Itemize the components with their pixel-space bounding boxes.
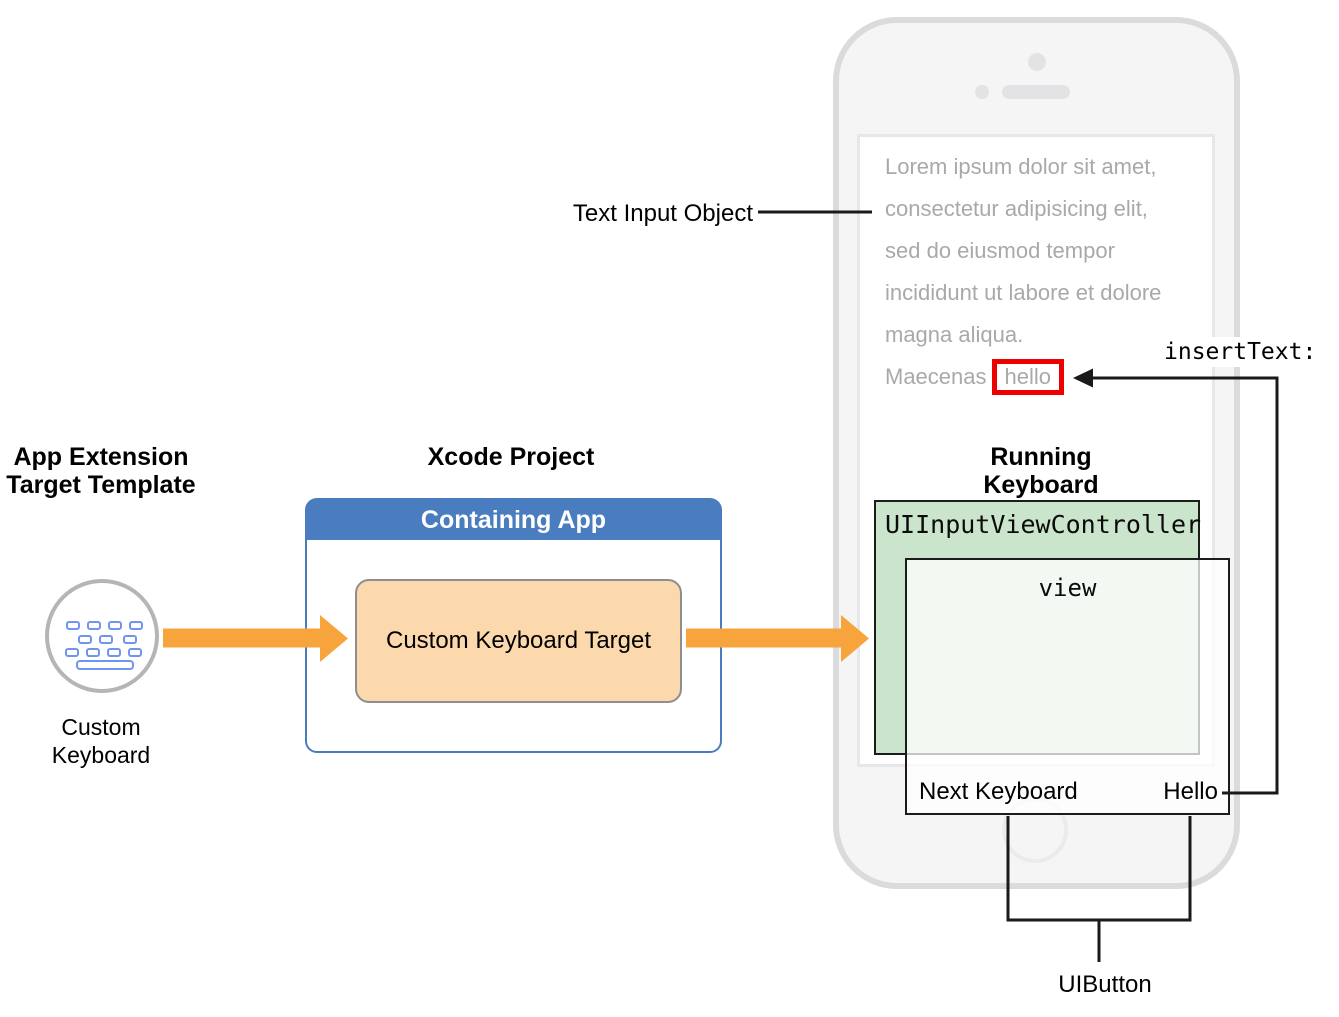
- containing-app-header: Containing App: [307, 500, 720, 540]
- lorem-last-line: Maecenas hello: [885, 356, 1161, 398]
- keyboard-key-icon: [78, 635, 92, 644]
- inserted-text-highlight: hello: [991, 359, 1064, 395]
- text-input-object-label: Text Input Object: [572, 200, 753, 227]
- lorem-line: incididunt ut labore et dolore: [885, 280, 1162, 305]
- view-label: view: [1038, 574, 1097, 602]
- keyboard-key-icon: [66, 621, 80, 630]
- next-keyboard-button-label: Next Keyboard: [919, 778, 1078, 805]
- keyboard-key-icon: [87, 621, 101, 630]
- xcode-project-heading: Xcode Project: [427, 443, 595, 471]
- uiinputviewcontroller-label: UIInputViewController: [885, 510, 1202, 539]
- keyboard-icon: [45, 579, 159, 693]
- keyboard-button-row: Next Keyboard Hello: [919, 778, 1218, 806]
- lorem-last-line-prefix: Maecenas: [885, 364, 987, 389]
- lorem-line: Lorem ipsum dolor sit amet,: [885, 154, 1157, 179]
- keyboard-key-icon: [108, 621, 122, 630]
- custom-keyboard-target-label: Custom Keyboard Target: [385, 627, 652, 654]
- custom-keyboard-target-box: Custom Keyboard Target: [355, 579, 682, 703]
- inserted-word: hello: [1004, 364, 1051, 389]
- app-extension-heading-line1: App Extension: [13, 443, 189, 471]
- keyboard-key-icon: [86, 648, 100, 657]
- keyboard-key-icon: [99, 635, 113, 644]
- sensor-dot-icon: [975, 85, 989, 99]
- text-input-area: Lorem ipsum dolor sit amet, consectetur …: [885, 146, 1161, 398]
- keyboard-key-icon: [107, 648, 121, 657]
- custom-keyboard-label-line2: Keyboard: [51, 742, 151, 768]
- keyboard-spacebar-icon: [76, 660, 134, 670]
- keyboard-key-icon: [123, 635, 137, 644]
- app-extension-heading-line2: Target Template: [6, 471, 196, 499]
- keyboard-key-icon: [129, 621, 143, 630]
- hello-button-label: Hello: [1163, 778, 1218, 805]
- app-extension-heading: App Extension Target Template: [0, 443, 202, 499]
- inserttext-label: insertText:: [1158, 337, 1323, 367]
- uibutton-label: UIButton: [1058, 971, 1152, 998]
- containing-app-box: Containing App Custom Keyboard Target: [305, 498, 722, 753]
- lorem-line: sed do eiusmod tempor: [885, 238, 1115, 263]
- keyboard-key-icon: [128, 648, 142, 657]
- camera-icon: [1028, 53, 1046, 71]
- running-keyboard-heading: Running Keyboard: [983, 443, 1099, 499]
- keyboard-key-icon: [65, 648, 79, 657]
- lorem-line: consectetur adipisicing elit,: [885, 196, 1148, 221]
- custom-keyboard-label: Custom Keyboard: [0, 713, 202, 769]
- view-box: view Next Keyboard Hello: [905, 558, 1230, 815]
- speaker-icon: [1002, 85, 1070, 99]
- lorem-line: magna aliqua.: [885, 322, 1024, 347]
- custom-keyboard-label-line1: Custom: [61, 714, 141, 740]
